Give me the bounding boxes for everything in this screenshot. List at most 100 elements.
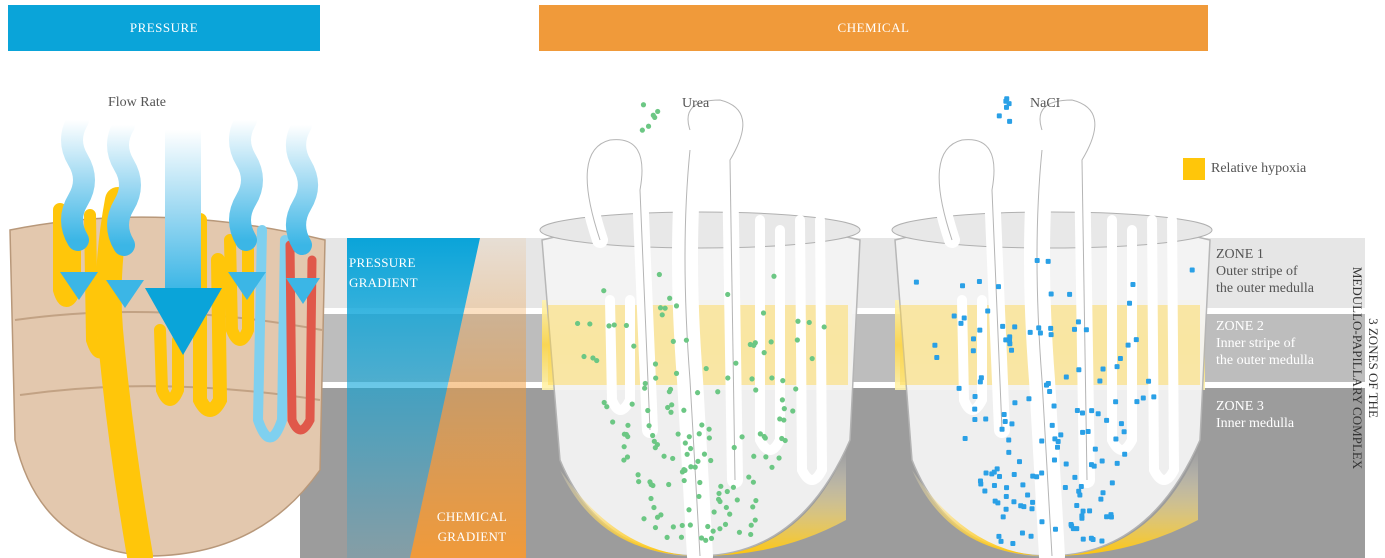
- nacl-particle: [952, 314, 957, 319]
- nacl-particle: [1113, 436, 1118, 441]
- urea-particle: [733, 361, 738, 366]
- nacl-particle: [958, 321, 963, 326]
- nacl-particle: [1028, 330, 1033, 335]
- side-title: 3 ZONES OF THE MEDULLO-PAPILLARY COMPLEX: [1337, 248, 1381, 488]
- urea-particle: [749, 376, 754, 381]
- urea-particle: [748, 532, 753, 537]
- urea-particle: [666, 482, 671, 487]
- nacl-particle: [1099, 539, 1104, 544]
- chemical-gradient-label: CHEMICAL GRADIENT: [424, 507, 520, 547]
- nacl-particle: [1134, 399, 1139, 404]
- urea-particle: [750, 504, 755, 509]
- nacl-particle: [1020, 482, 1025, 487]
- urea-particle: [715, 389, 720, 394]
- urea-particle: [624, 323, 629, 328]
- nacl-particle: [984, 471, 989, 476]
- nacl-particle: [957, 386, 962, 391]
- nacl-particle: [1115, 461, 1120, 466]
- nacl-particle: [1035, 258, 1040, 263]
- urea-particle: [683, 440, 688, 445]
- nacl-particle: [1000, 324, 1005, 329]
- nacl-particle: [977, 328, 982, 333]
- zone-3-line1: Inner medulla: [1216, 415, 1294, 432]
- urea-particle: [641, 516, 646, 521]
- nacl-particle: [1004, 485, 1009, 490]
- nacl-particle: [972, 417, 977, 422]
- nacl-particle: [1076, 319, 1081, 324]
- nacl-particle: [1089, 408, 1094, 413]
- urea-particle: [725, 375, 730, 380]
- nacl-particle: [1009, 421, 1014, 426]
- urea-particle: [660, 312, 665, 317]
- urea-particle: [780, 378, 785, 383]
- nacl-particle: [1101, 366, 1106, 371]
- nacl-particle: [1100, 459, 1105, 464]
- nacl-particle: [1017, 459, 1022, 464]
- urea-particle: [749, 523, 754, 528]
- nacl-particle: [1126, 343, 1131, 348]
- zone-1-title: ZONE 1: [1216, 246, 1314, 263]
- urea-particle: [699, 535, 704, 540]
- nacl-particle: [1038, 330, 1043, 335]
- nacl-particle: [1075, 408, 1080, 413]
- urea-particle: [680, 469, 685, 474]
- nacl-particle: [999, 539, 1004, 544]
- urea-particle: [695, 459, 700, 464]
- nacl-particle: [1098, 497, 1103, 502]
- urea-particle: [667, 296, 672, 301]
- nacl-particle: [1080, 411, 1085, 416]
- nacl-particle: [1069, 522, 1074, 527]
- nacl-particle: [1122, 429, 1127, 434]
- nacl-particle: [1030, 500, 1035, 505]
- pressure-gradient-label: PRESSURE GRADIENT: [349, 253, 418, 293]
- nacl-particle: [1049, 332, 1054, 337]
- urea-particle: [769, 375, 774, 380]
- urea-particle: [635, 472, 640, 477]
- nacl-particle: [1118, 356, 1123, 361]
- urea-particle: [590, 355, 595, 360]
- nacl-particle: [1101, 490, 1106, 495]
- urea-particle: [693, 465, 698, 470]
- urea-particle: [712, 509, 717, 514]
- nacl-particle: [978, 481, 983, 486]
- nacl-particle: [1093, 447, 1098, 452]
- nacl-particle: [962, 316, 967, 321]
- urea-particle: [780, 397, 785, 402]
- urea-particle: [680, 523, 685, 528]
- nacl-particle: [1146, 379, 1151, 384]
- urea-particle: [674, 371, 679, 376]
- nacl-particle: [1076, 367, 1081, 372]
- urea-particle: [646, 124, 651, 129]
- urea-particle: [731, 485, 736, 490]
- urea-particle: [771, 274, 776, 279]
- nacl-particle: [1130, 282, 1135, 287]
- flow-rate-label: Flow Rate: [108, 95, 166, 111]
- urea-particle: [648, 496, 653, 501]
- urea-particle: [581, 354, 586, 359]
- urea-particle: [630, 402, 635, 407]
- nacl-particle: [1011, 499, 1016, 504]
- nacl-particle: [914, 280, 919, 285]
- nacl-particle: [972, 407, 977, 412]
- nacl-particle: [1113, 399, 1118, 404]
- nacl-particle: [1012, 324, 1017, 329]
- urea-particle: [708, 458, 713, 463]
- zone-1-line1: Outer stripe of: [1216, 263, 1314, 280]
- urea-particle: [653, 375, 658, 380]
- urea-particle: [671, 524, 676, 529]
- nacl-particle: [1004, 507, 1009, 512]
- nacl-particle: [1087, 508, 1092, 513]
- urea-particle: [664, 535, 669, 540]
- nacl-particle: [1006, 450, 1011, 455]
- hypoxia-legend-label: Relative hypoxia: [1211, 161, 1306, 177]
- urea-particle: [776, 455, 781, 460]
- nacl-particle: [1026, 396, 1031, 401]
- urea-particle: [716, 497, 721, 502]
- nacl-particle: [1039, 519, 1044, 524]
- urea-particle: [663, 306, 668, 311]
- zone-3-title: ZONE 3: [1216, 398, 1294, 415]
- nacl-particle: [996, 534, 1001, 539]
- nacl-particle: [963, 436, 968, 441]
- urea-particle: [687, 434, 692, 439]
- urea-particle: [625, 423, 630, 428]
